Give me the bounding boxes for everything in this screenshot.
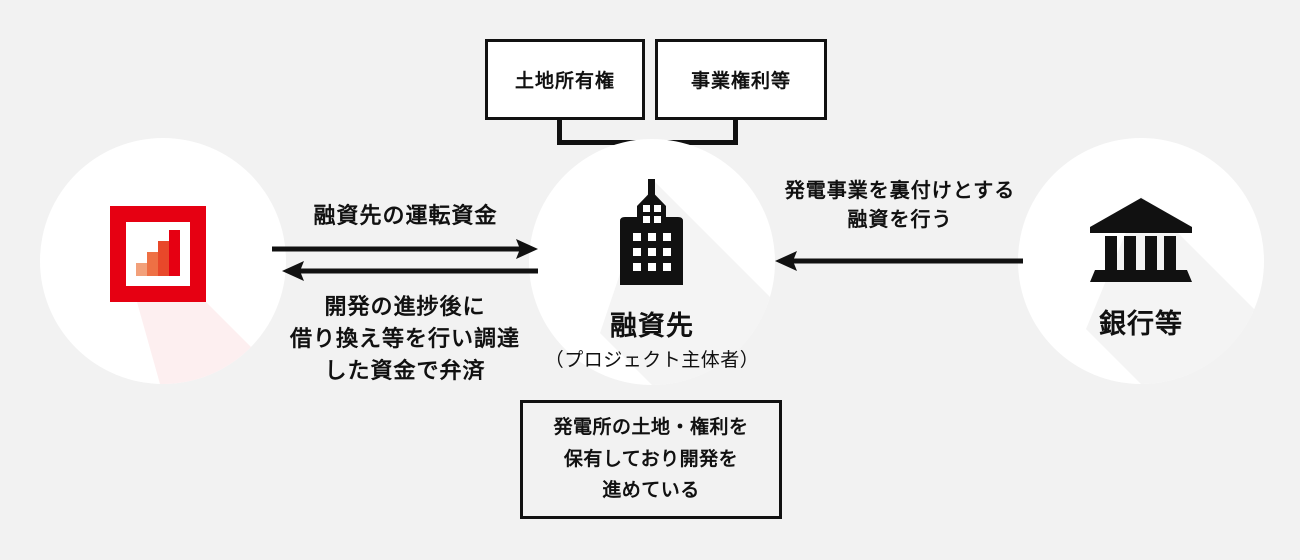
- bar-chart-bar-3: [158, 241, 169, 276]
- box-borrower-note-line-2: 保有しており開発を: [563, 447, 739, 470]
- box-borrower-note-line-1: 発電所の土地・権利を: [553, 416, 749, 439]
- bar-chart-bar-4: [169, 230, 180, 276]
- edge-label-repayment-line-1: 開発の進捗後に: [324, 295, 486, 320]
- arrow-repayment-left: [282, 261, 538, 281]
- bar-chart-bars: [136, 230, 180, 276]
- arrow-loan-left: [775, 251, 1023, 271]
- box-land-ownership-label: 土地所有権: [514, 70, 615, 92]
- bar-chart-bar-1: [136, 263, 147, 276]
- edge-label-loan: 発電事業を裏付けとする 融資を行う: [760, 176, 1040, 234]
- node-project-circle: [40, 138, 286, 384]
- box-borrower-note: 発電所の土地・権利を 保有しており開発を 進めている: [520, 400, 782, 519]
- edge-label-working-capital-line-1: 融資先の運転資金: [313, 204, 498, 229]
- node-bank-title: 銀行等: [1099, 309, 1183, 340]
- box-borrower-note-line-3: 進めている: [602, 479, 700, 502]
- edge-label-working-capital: 融資先の運転資金: [268, 198, 543, 230]
- bar-chart-icon: [110, 206, 206, 302]
- office-building-icon: [620, 179, 683, 285]
- bank-icon: [1090, 198, 1192, 282]
- arrow-working-capital-right: [272, 239, 538, 259]
- edge-label-loan-line-2: 融資を行う: [847, 207, 953, 231]
- box-business-rights-label: 事業権利等: [690, 70, 791, 92]
- edge-label-repayment-line-3: した資金で弁済: [324, 358, 486, 384]
- connector-land-stub: [557, 120, 562, 145]
- node-borrower-title: 融資先: [610, 311, 694, 342]
- connector-rights-stub: [733, 120, 738, 145]
- node-bank-circle: [1018, 138, 1264, 384]
- bar-chart-bar-2: [147, 252, 158, 276]
- edge-label-repayment-line-2: 借り換え等を行い調達: [289, 326, 520, 352]
- box-land-ownership: 土地所有権: [485, 39, 645, 120]
- edge-label-loan-line-1: 発電事業を裏付けとする: [784, 178, 1016, 202]
- box-business-rights: 事業権利等: [655, 39, 827, 120]
- edge-label-repayment: 開発の進捗後に 借り換え等を行い調達 した資金で弁済: [255, 292, 555, 388]
- node-borrower-subtitle: （プロジェクト主体者）: [544, 349, 760, 371]
